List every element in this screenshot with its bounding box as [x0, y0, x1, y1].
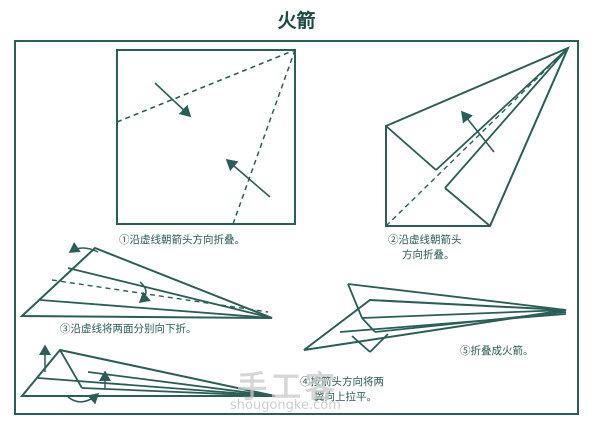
step1-caption: ①沿虚线朝箭头方向折叠。: [119, 233, 245, 248]
step3-figure: [19, 242, 273, 319]
step5-number: ⑤: [460, 345, 471, 357]
step5-caption: ⑤折叠成火箭。: [460, 344, 534, 359]
step1-text: 沿虚线朝箭头方向折叠。: [129, 234, 246, 246]
step4-text-line1: 按箭头方向将两: [310, 376, 385, 388]
step2-caption: ②沿虚线朝箭头 方向折叠。: [388, 233, 462, 263]
step4-figure: [19, 344, 276, 405]
step5-text: 折叠成火箭。: [470, 345, 534, 357]
step4-text-line2: 翼向上拉平。: [314, 391, 377, 403]
step2-figure: [385, 46, 570, 227]
step2-number: ②: [388, 234, 399, 246]
step4-number: ④: [300, 376, 311, 388]
step1-figure: [116, 49, 296, 225]
step3-text: 沿虚线将两面分别向下折。: [70, 323, 197, 335]
step5-figure: [303, 283, 567, 353]
step2-text-line1: 沿虚线朝箭头: [398, 234, 462, 246]
step1-number: ①: [119, 234, 130, 246]
diagram-frame: [14, 40, 579, 415]
step3-caption: ③沿虚线将两面分别向下折。: [60, 322, 197, 337]
watermark-url: shougongke.com: [230, 398, 341, 413]
watermark-brand: 手工客: [237, 370, 339, 405]
step2-text-line2: 方向折叠。: [402, 249, 455, 261]
step3-number: ③: [60, 323, 71, 335]
step4-caption: ④按箭头方向将两 翼向上拉平。: [300, 375, 384, 405]
diagram-title: 火箭: [277, 10, 316, 32]
